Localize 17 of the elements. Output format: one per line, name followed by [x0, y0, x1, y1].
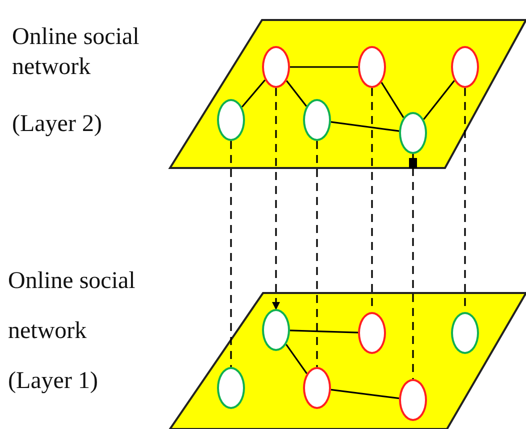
- connector-line: [290, 330, 358, 334]
- connector-line: [423, 80, 455, 120]
- layer-title: Online social network: [12, 23, 140, 82]
- connector-line: [241, 79, 266, 108]
- dashed-connector: [316, 141, 318, 367]
- dashed-connector: [409, 154, 417, 379]
- connector-line: [286, 80, 308, 107]
- layer-title: (Layer 2): [12, 110, 102, 139]
- connector-line: [330, 121, 400, 132]
- connector-line: [290, 66, 358, 68]
- layer-title: (Layer 1): [8, 367, 98, 396]
- layer-title: Online social network: [8, 267, 136, 346]
- dashed-connector: [272, 88, 280, 310]
- dashed-connector: [230, 141, 232, 367]
- connector-line: [286, 344, 308, 374]
- connector-line: [380, 82, 404, 118]
- connector-line: [330, 388, 400, 400]
